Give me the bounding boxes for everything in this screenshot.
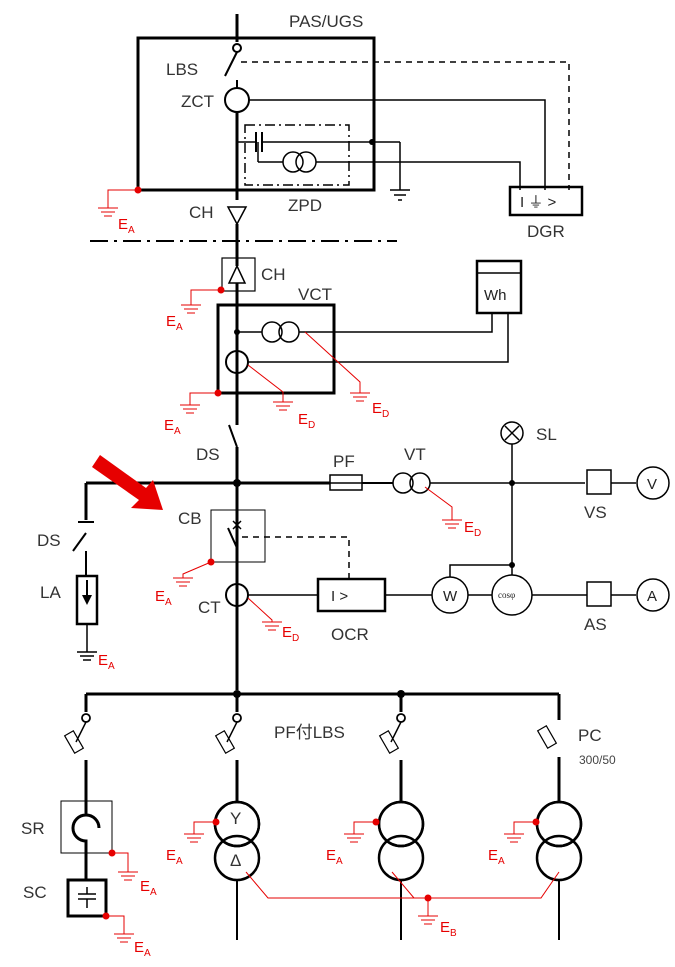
zpd-label: ZPD — [288, 196, 322, 215]
pas-ugs-box — [136, 36, 376, 192]
earth-label-ea-7: EA — [134, 939, 151, 959]
vct: VCT ED ED EA — [164, 285, 509, 437]
ct-label: CT — [198, 598, 221, 617]
transformer-3: EA — [488, 800, 583, 940]
dgr-relay — [508, 185, 584, 217]
zpd-box — [244, 124, 350, 186]
dgr-symbol: I ⏚ > — [520, 194, 557, 211]
ocr-symbol: I > — [331, 588, 348, 605]
transformer-1: Y Δ EA — [166, 800, 261, 940]
sc-label: SC — [23, 883, 47, 902]
as-label: AS — [584, 615, 607, 634]
v-label: V — [647, 476, 657, 493]
a-label: A — [647, 588, 657, 605]
vct-box — [216, 303, 336, 395]
earth-label-ed-4: ED — [282, 624, 299, 644]
ch-top: CH — [189, 203, 248, 258]
w-label: W — [443, 588, 458, 605]
earth-label-ea-8: EA — [166, 847, 183, 867]
la-branch: DS LA EA — [37, 531, 115, 672]
vs-label: VS — [584, 503, 607, 522]
ch-mid: CH EA — [166, 257, 286, 333]
earth-label-ea-6: EA — [140, 878, 157, 898]
la-label: LA — [40, 583, 61, 602]
pf-label: PF — [333, 452, 355, 471]
cb: CB EA — [155, 509, 350, 608]
earth-label-ea-4: EA — [98, 652, 115, 672]
pas-ugs-label: PAS/UGS — [289, 12, 363, 31]
earth-label-ea-2: EA — [166, 313, 183, 333]
sc-capacitor: SC EA — [23, 858, 151, 959]
zct-symbol — [224, 87, 250, 113]
earth-label-ea-3: EA — [164, 417, 181, 437]
ocr-label: OCR — [331, 625, 369, 644]
earth-label-ed-2: ED — [298, 411, 315, 431]
ocr-relay — [316, 577, 387, 613]
sr-label: SR — [21, 819, 45, 838]
earth-label-ed-3: ED — [464, 519, 481, 539]
pf-lbs-label: PF付LBS — [274, 723, 345, 742]
lbs-label: LBS — [166, 60, 198, 79]
pc-label: PC — [578, 726, 602, 745]
zct-label: ZCT — [181, 92, 214, 111]
as-switch — [586, 581, 612, 607]
delta-symbol: Δ — [230, 851, 241, 870]
eb-earth: EB — [245, 871, 560, 939]
feeder-2 — [214, 713, 242, 802]
ch-top-label: CH — [189, 203, 214, 222]
earth-label-eb: EB — [440, 919, 457, 939]
feeder-bus: PF付LBS PC 300/50 — [84, 690, 616, 767]
feeder-1 — [63, 713, 91, 806]
lbs-switch-blade — [224, 51, 238, 77]
feeder-4 — [536, 712, 561, 802]
ds-main-label: DS — [196, 445, 220, 464]
pc-rating: 300/50 — [579, 753, 616, 767]
earth-label-ea-10: EA — [488, 847, 505, 867]
cb-label: CB — [178, 509, 202, 528]
wh-label: Wh — [484, 287, 507, 304]
v-meter — [636, 466, 670, 500]
dgr-label: DGR — [527, 222, 565, 241]
ds-main: DS — [196, 410, 239, 690]
vs-switch — [586, 469, 612, 495]
cos-label: cosφ — [498, 590, 515, 600]
sl-label: SL — [536, 425, 557, 444]
vct-label: VCT — [298, 285, 332, 304]
earth-label-ea-5: EA — [155, 588, 172, 608]
earth-label-ea-9: EA — [326, 847, 343, 867]
y-symbol: Y — [230, 809, 241, 828]
a-meter — [636, 578, 670, 612]
ct-section: CT ED I > OCR W cosφ A AS — [198, 562, 670, 644]
red-arrow — [92, 455, 163, 510]
sr-reactor: SR EA — [21, 800, 157, 898]
feeder-3 — [378, 713, 406, 802]
earth-label-ed-1: ED — [372, 400, 389, 420]
ds-la-label: DS — [37, 531, 61, 550]
pas-ugs-section: I ⏚ > DGR PAS/UGS LBS ZCT ZPD EA — [98, 12, 584, 241]
vt-label: VT — [404, 445, 426, 464]
transformer-2: EA — [326, 800, 425, 940]
horizontal-bus: PF VT ED SL V VS — [78, 421, 670, 565]
wh-meter: Wh — [475, 259, 523, 315]
ch-mid-label: CH — [261, 265, 286, 284]
earth-label-ea-1: EA — [118, 216, 135, 236]
